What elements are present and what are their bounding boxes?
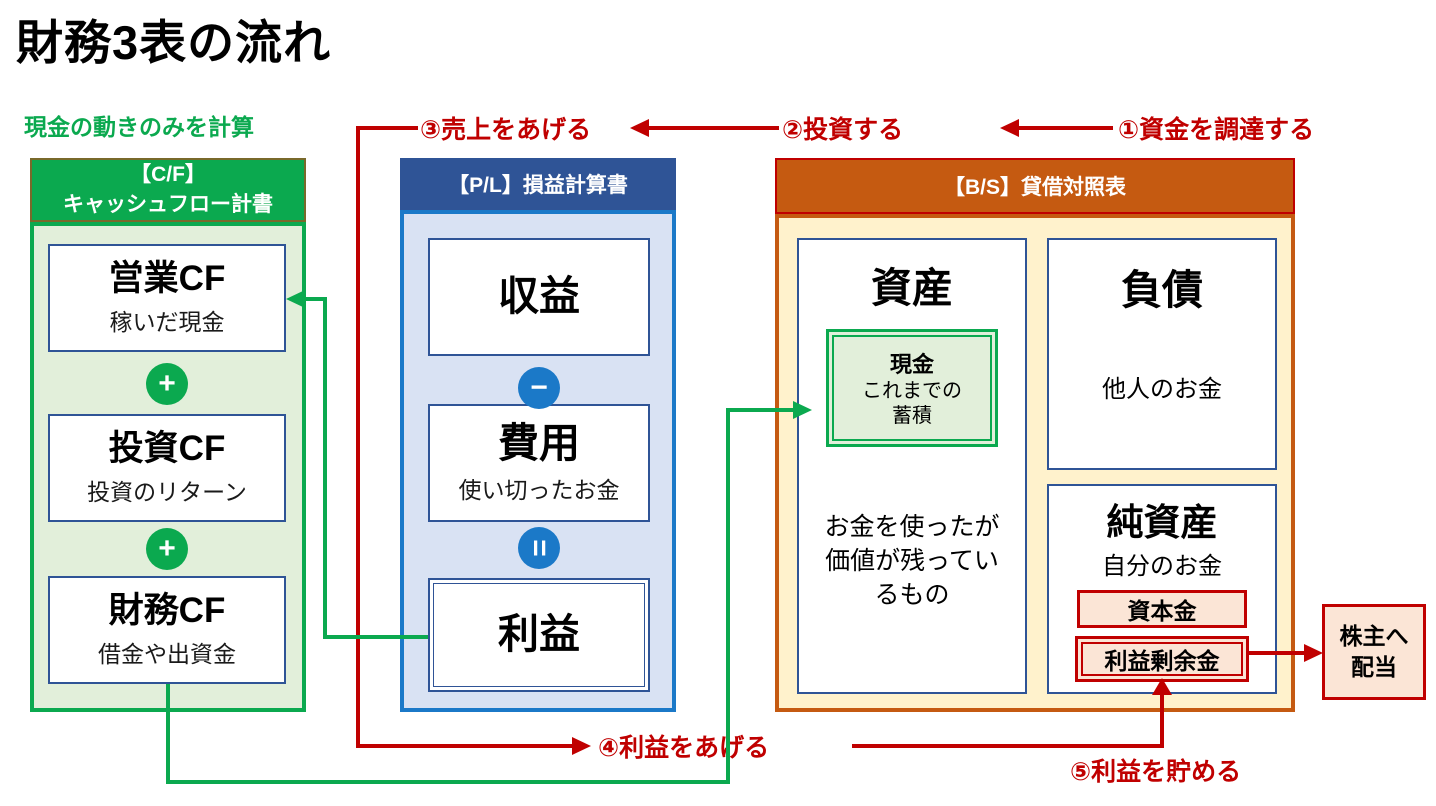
step1-label: ①資金を調達する [1118,116,1315,144]
cf-header-line1: 【C/F】 [130,163,206,187]
dividend-line2: 配当 [1351,654,1397,680]
assets-box: 資産 現金 これまでの 蓄積 お金を使ったが価値が残っているもの [797,238,1027,694]
revenue-title: 収益 [498,273,580,320]
investing-cf-box: 投資CF 投資のリターン [48,414,286,522]
equals-icon: = [518,527,560,569]
bs-panel-header: 【B/S】貸借対照表 [775,158,1295,214]
operating-cf-sub: 稼いだ現金 [109,309,225,336]
operating-cf-title: 営業CF [108,258,226,298]
red-line-dividend [1249,651,1305,655]
arrowhead-into-operating-cf [286,290,305,308]
plus-icon: + [146,363,188,405]
financing-cf-box: 財務CF 借金や出資金 [48,576,286,684]
arrowhead-into-step3 [630,119,649,137]
expense-title: 費用 [498,420,580,467]
cash-title: 現金 [889,352,934,378]
green-line-profit-vertical [323,297,327,639]
capital-box: 資本金 [1077,590,1247,628]
page-title: 財務3表の流れ [16,16,332,69]
green-line-profit-stub [303,297,325,301]
minus-icon: − [518,367,560,409]
cash-box: 現金 これまでの 蓄積 [826,329,998,448]
cash-flow-note: 現金の動きのみを計算 [24,114,254,140]
plus-icon: + [146,528,188,570]
step5-label: ⑤利益を貯める [1070,758,1242,786]
arrowhead-into-step2 [1000,119,1019,137]
green-line-profit-horizontal [325,635,428,639]
green-line-into-cash [726,408,794,412]
red-line-left-vertical [356,126,360,748]
financing-cf-sub: 借金や出資金 [98,641,236,668]
red-line-bottom-left [360,744,572,748]
assets-title: 資産 [871,265,953,311]
equity-title: 純資産 [1106,502,1218,543]
green-line-bottom [166,780,730,784]
step4-label: ④利益をあげる [598,734,770,762]
equity-box: 純資産 自分のお金 資本金 利益剰余金 [1047,484,1277,694]
revenue-box: 収益 [428,238,650,356]
green-line-up-to-cash [726,408,730,784]
financing-cf-title: 財務CF [108,590,226,630]
liabilities-box: 負債 他人のお金 [1047,238,1277,470]
dividend-line1: 株主へ [1339,622,1409,649]
assets-note: お金を使ったが価値が残っているもの [824,513,1000,609]
green-line-cf-down [166,684,170,784]
cf-panel-header: 【C/F】 キャッシュフロー計書 [30,158,306,222]
profit-box: 利益 [428,578,650,692]
arrowhead-into-step4 [572,737,591,755]
liabilities-sub: 他人のお金 [1102,376,1222,404]
investing-cf-sub: 投資のリターン [87,479,247,506]
arrowhead-into-dividend [1304,644,1323,662]
retained-earnings-box: 利益剰余金 [1075,636,1249,682]
liabilities-title: 負債 [1121,267,1203,313]
arrowhead-into-cash [793,401,812,419]
red-line-bottom-right [852,744,1164,748]
profit-title: 利益 [498,611,580,658]
red-line-step3-step2 [649,126,779,130]
expense-box: 費用 使い切ったお金 [428,404,650,522]
red-line-step5-vertical [1160,693,1164,748]
red-line-top-stub [356,126,418,130]
pl-panel-header: 【P/L】損益計算書 [400,158,676,210]
step2-label: ②投資する [782,116,904,144]
operating-cf-box: 営業CF 稼いだ現金 [48,244,286,352]
investing-cf-title: 投資CF [108,428,226,468]
equity-sub: 自分のお金 [1102,553,1222,580]
cash-sub-line2: 蓄積 [892,405,932,428]
red-line-step2-step1 [1019,126,1113,130]
equals-glyph: = [523,539,556,557]
arrowhead-into-retained-earnings [1152,678,1172,695]
expense-sub: 使い切ったお金 [458,476,620,503]
cf-header-line2: キャッシュフロー計書 [63,193,273,216]
cash-sub-line1: これまでの [862,380,962,403]
dividend-box: 株主へ 配当 [1322,604,1426,700]
step3-label: ③売上をあげる [420,116,592,144]
